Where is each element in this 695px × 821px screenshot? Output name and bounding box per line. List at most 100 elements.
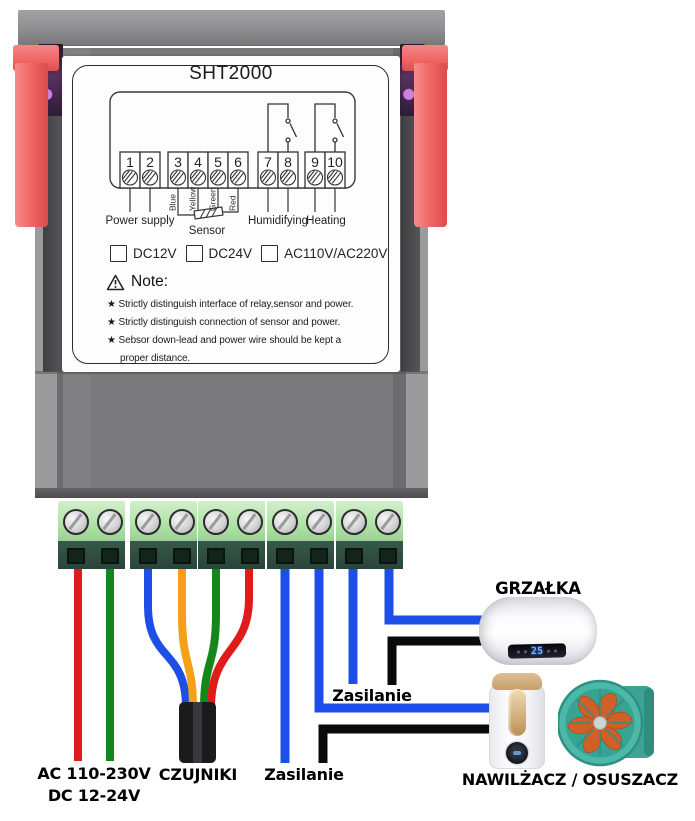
svg-text:10: 10 — [327, 154, 343, 170]
wire-entry — [173, 548, 191, 564]
note-line: ★ Sebsor down-lead and power wire should… — [107, 335, 342, 346]
note-line: ★ Strictly distinguish connection of sen… — [107, 317, 341, 328]
svg-text:Green: Green — [208, 187, 218, 211]
sensor-cable-label: CZUJNIKI — [158, 765, 238, 784]
wire-entry — [139, 548, 157, 564]
terminal-screw — [63, 509, 89, 535]
svg-text:9: 9 — [311, 154, 319, 170]
fan-hub — [593, 716, 607, 730]
fan-image — [558, 679, 654, 767]
wire-entry — [276, 548, 294, 564]
note-line: proper distance. — [120, 353, 191, 364]
relay-symbol-heating — [314, 103, 345, 152]
terminal-block-3 — [198, 501, 265, 569]
power-input-label-line1: AC 110-230V — [37, 764, 151, 783]
svg-text:4: 4 — [194, 154, 202, 170]
terminal-block-5 — [336, 501, 403, 569]
heater-display-dot — [516, 649, 521, 654]
label-border — [72, 65, 389, 364]
note-lines: ★ Strictly distinguish interface of rela… — [107, 296, 382, 368]
mount-clip-arm-left — [15, 63, 48, 227]
humidifier-display — [506, 742, 528, 764]
wire-entry — [241, 548, 259, 564]
terminal-numbers: 1 2 3 4 5 6 7 8 9 10 — [126, 154, 343, 170]
svg-text:7: 7 — [264, 154, 272, 170]
terminal-screw — [306, 509, 332, 535]
wire-humidifier-black — [318, 724, 496, 763]
note-heading: Note: — [106, 273, 168, 291]
terminal-screw — [203, 509, 229, 535]
wire-sensor-blue — [144, 560, 190, 709]
checkbox-ac110v-ac220v — [261, 245, 279, 262]
humidifier-cap — [492, 673, 542, 690]
device-top-bar — [18, 10, 445, 45]
device-seam — [35, 371, 428, 374]
svg-text:8: 8 — [284, 154, 292, 170]
wire-entry — [345, 548, 363, 564]
wire-sensor-green — [200, 560, 220, 709]
humidifier-image — [489, 673, 545, 769]
model-title: SHT2000 — [189, 63, 273, 84]
heating-caption: Heating — [306, 215, 346, 227]
wire-entry — [310, 548, 328, 564]
heater-image: 25 — [479, 597, 597, 665]
terminal-screw — [341, 509, 367, 535]
sensor-element — [193, 206, 224, 220]
supply-label-mid: Zasilanie — [332, 686, 412, 705]
checkbox-dc24v — [185, 245, 203, 262]
humidifying-caption: Humidifying — [248, 215, 308, 227]
supply-label-lower: Zasilanie — [264, 765, 344, 784]
fan-grill — [567, 690, 633, 756]
wire-entry — [67, 548, 85, 564]
svg-text:Blue: Blue — [168, 194, 178, 211]
checkbox-dc24v-label: DC24V — [208, 246, 253, 261]
device-bottom-lip — [35, 488, 428, 498]
svg-text:2: 2 — [146, 154, 154, 170]
heater-display: 25 — [507, 643, 567, 659]
heater-label: GRZAŁKA — [495, 579, 581, 598]
svg-text:3: 3 — [174, 154, 182, 170]
sensor-caption: Sensor — [189, 225, 226, 237]
svg-text:Yellow: Yellow — [188, 186, 198, 211]
humidifier-water-window — [508, 689, 526, 736]
relay-symbol-humidifying — [267, 103, 298, 152]
terminal-wiring-diagram: 1 2 3 4 5 6 7 8 9 10 — [105, 91, 356, 237]
checkbox-dc12v — [110, 245, 127, 262]
wire-entry — [207, 548, 225, 564]
power-input-label-line2: DC 12-24V — [47, 786, 141, 805]
terminal-screws — [121, 169, 344, 186]
wire-heater-black — [387, 636, 486, 685]
terminal-screw — [237, 509, 263, 535]
mount-clip-arm-right — [414, 63, 447, 227]
note-line: ★ Strictly distinguish interface of rela… — [107, 299, 354, 310]
heater-display-dot — [523, 649, 528, 653]
wire-sensor-orange — [178, 560, 197, 709]
terminal-block-2 — [130, 501, 197, 569]
device-label: SHT2000 — [62, 56, 400, 372]
note-title: Note: — [131, 273, 169, 290]
terminal-screw — [272, 509, 298, 535]
terminal-screw — [169, 509, 195, 535]
terminal-screw — [375, 509, 401, 535]
wire-entry — [101, 548, 119, 564]
svg-text:5: 5 — [214, 154, 222, 170]
terminal-leads — [129, 188, 336, 216]
humidifier-label: NAWILŻACZ / OSUSZACZ — [461, 770, 679, 789]
sensor-cable-sheath — [179, 702, 216, 763]
svg-text:1: 1 — [126, 154, 134, 170]
wire-entry — [379, 548, 397, 564]
terminal-block-4 — [267, 501, 334, 569]
svg-text:6: 6 — [234, 154, 242, 170]
sensor-color-labels: Blue Yellow Green Red — [168, 186, 238, 211]
wire-sensor-red — [207, 560, 253, 709]
heater-display-value: 25 — [530, 645, 544, 657]
checkbox-ac110v-ac220v-label: AC110V/AC220V — [284, 246, 388, 261]
checkbox-dc12v-label: DC12V — [133, 246, 177, 261]
warning-icon — [106, 274, 125, 290]
heater-display-dot — [546, 649, 551, 653]
svg-text:Red: Red — [228, 195, 238, 211]
power-options-row: DC12V DC24V AC110V/AC220V — [110, 245, 396, 262]
fan-blades — [567, 690, 633, 756]
terminal-block-1 — [58, 501, 125, 569]
